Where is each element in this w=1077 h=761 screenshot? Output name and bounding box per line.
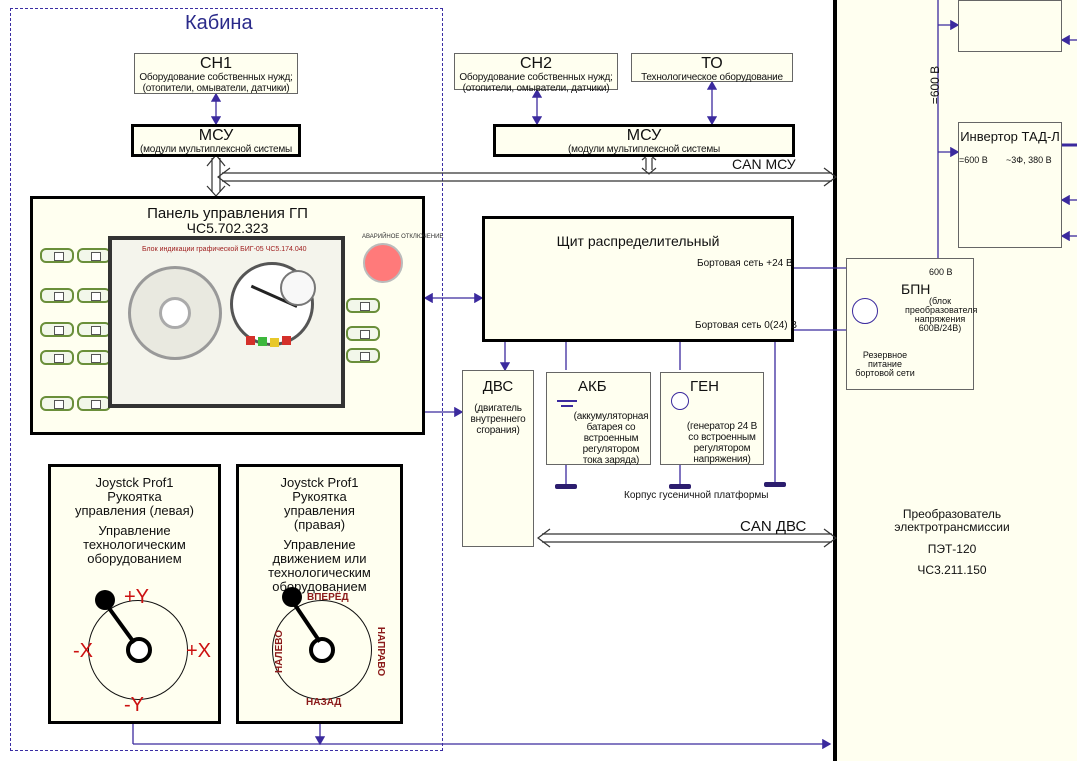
to-title: ТО	[701, 55, 723, 72]
inverter-title: Инвертор ТАД-Л	[960, 129, 1060, 144]
panel-control[interactable]	[346, 326, 380, 341]
ground-icon	[669, 484, 691, 489]
converter-model: ПЭТ-120	[927, 542, 977, 556]
panel-control[interactable]	[77, 248, 111, 263]
v600-label: =600 В	[928, 65, 943, 105]
joystick-right-dial	[272, 600, 372, 700]
gen-desc: (генератор 24 В со встроенным регуляторо…	[686, 421, 758, 465]
gen-box: ГЕН (генератор 24 В со встроенным регуля…	[660, 372, 764, 465]
ch2-box: СН2 Оборудование собственных нужд; (отоп…	[454, 53, 618, 94]
bpn-desc: (блок преобразователя напряжения 600В/24…	[905, 296, 978, 333]
joystick-right: Joystck Prof1 Рукоятка управления (права…	[236, 464, 403, 724]
bus-24-label: Бортовая сеть +24 В	[697, 258, 793, 269]
dvs-desc: (двигатель внутреннего сгорания)	[470, 403, 526, 436]
ch2-title: СН2	[519, 55, 552, 72]
can-dvs-label: CAN ДВС	[740, 518, 807, 535]
shield-title: Щит распределительный	[556, 233, 720, 249]
distribution-shield: Щит распределительный	[482, 216, 794, 342]
msu-right-desc: (модули мультиплексной системы	[568, 144, 720, 155]
panel-control[interactable]	[40, 396, 74, 411]
inverter-out: ~3Ф, 380 В	[1006, 155, 1052, 165]
joystick-right-purpose: Управление движением или технологическим…	[268, 537, 371, 594]
bpn-voltage: 600 В	[929, 267, 953, 277]
panel-control[interactable]	[77, 288, 111, 303]
generator-icon	[671, 392, 689, 410]
joystick-left-subtitle: Рукоятка управления (левая)	[74, 489, 195, 518]
ch2-desc: Оборудование собственных нужд; (отопител…	[459, 72, 613, 94]
inverter-box: Инвертор ТАД-Л =600 В ~3Ф, 380 В	[958, 122, 1062, 248]
joystick-left-title: Joystck Prof1	[95, 475, 174, 490]
converter-title: Преобразователь электротрансмиссии	[894, 507, 1010, 534]
panel-control[interactable]	[40, 288, 74, 303]
msu-right-box: МСУ (модули мультиплексной системы	[493, 124, 795, 157]
panel-control[interactable]	[346, 348, 380, 363]
joystick-right-knob[interactable]	[309, 637, 335, 663]
emergency-stop-button[interactable]	[363, 243, 403, 283]
ground-icon	[555, 484, 577, 489]
msu-left-desc: (модули мультиплексной системы	[140, 144, 292, 155]
plus-y-label: +Y	[124, 586, 150, 608]
cabin-title: Кабина	[185, 12, 253, 34]
dvs-title: ДВС	[482, 378, 514, 395]
top-right-box	[958, 0, 1062, 52]
can-msu-label: CAN МСУ	[732, 156, 796, 172]
ch1-box: СН1 Оборудование собственных нужд; (отоп…	[134, 53, 298, 94]
ground-icon	[764, 482, 786, 487]
minus-y-label: -Y	[124, 694, 144, 716]
panel-control[interactable]	[77, 322, 111, 337]
panel-code: ЧС5.702.323	[186, 220, 269, 236]
panel-control[interactable]	[40, 322, 74, 337]
ch1-title: СН1	[199, 55, 232, 72]
panel-control[interactable]	[77, 396, 111, 411]
akb-title: АКБ	[578, 378, 607, 395]
to-box: ТО Технологическое оборудование	[631, 53, 793, 83]
to-desc: Технологическое оборудование	[641, 72, 783, 83]
joystick-right-title: Joystck Prof1	[280, 475, 359, 490]
right-label: НАПРАВО	[375, 626, 387, 677]
msu-left-title: МСУ	[198, 127, 234, 144]
ground-label: Корпус гусеничной платформы	[624, 490, 769, 501]
bus-divider	[833, 0, 837, 761]
msu-right-title: МСУ	[626, 127, 662, 144]
panel-control[interactable]	[40, 248, 74, 263]
aux-gauge	[280, 270, 316, 306]
inverter-in: =600 В	[959, 155, 988, 165]
akb-desc: (аккумуляторная батарея со встроенным ре…	[573, 411, 649, 466]
joystick-left-purpose: Управление технологическим оборудованием	[83, 523, 186, 566]
converter-code: ЧС3.211.150	[917, 563, 987, 577]
bpn-backup: Резервное питание бортовой сети	[855, 350, 915, 378]
dvs-box: ДВС (двигатель внутреннего сгорания)	[462, 370, 534, 547]
panel-control[interactable]	[346, 298, 380, 313]
display-title: Блок индикации графической БИГ-05 ЧС5.17…	[142, 246, 307, 253]
ch1-desc: Оборудование собственных нужд; (отопител…	[139, 72, 293, 94]
left-label: НАЛЕВО	[274, 629, 286, 674]
bpn-box: 600 В БПН (блок преобразователя напряжен…	[846, 258, 978, 390]
cabin-frame	[10, 8, 443, 751]
joystick-right-subtitle: Рукоятка управления (правая)	[284, 489, 355, 532]
panel-title: Панель управления ГП	[147, 205, 308, 222]
bpn-title: БПН	[901, 281, 931, 297]
plus-x-label: +X	[186, 640, 212, 662]
bpn-source-icon	[852, 298, 878, 324]
bus-0-label: Бортовая сеть 0(24) В	[695, 320, 798, 331]
back-label: НАЗАД	[306, 697, 342, 708]
akb-box: АКБ (аккумуляторная батарея со встроенны…	[546, 372, 651, 466]
panel-control[interactable]	[77, 350, 111, 365]
minus-x-label: -X	[73, 640, 93, 662]
emergency-label: АВАРИЙНОЕ ОТКЛЮЧЕНИЕ	[362, 234, 444, 240]
gen-title: ГЕН	[690, 378, 719, 395]
joystick-left-dial	[88, 600, 188, 700]
forward-label: ВПЕРЁД	[307, 592, 349, 603]
msu-left-box: МСУ (модули мультиплексной системы	[131, 124, 301, 157]
panel-control[interactable]	[40, 350, 74, 365]
status-dial	[128, 266, 222, 360]
graphic-display: Блок индикации графической БИГ-05 ЧС5.17…	[108, 236, 345, 408]
